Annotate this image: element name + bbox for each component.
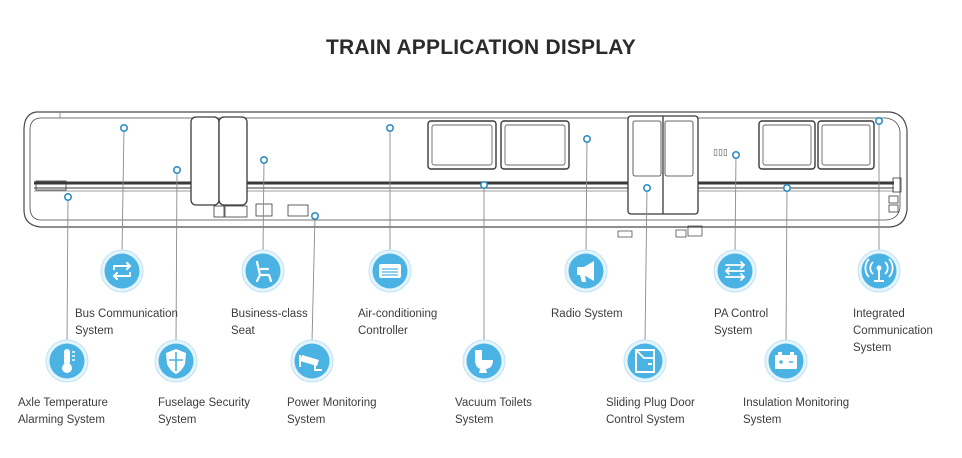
leader-line-door	[644, 187, 648, 343]
antenna-signal-icon	[857, 249, 901, 293]
label-integrated-line3: System	[853, 342, 892, 354]
leader-line-power	[311, 215, 316, 343]
leader-line-seat	[262, 159, 265, 253]
car-end-details	[35, 177, 902, 213]
connection-dot-toilet	[479, 181, 488, 190]
label-radio: Radio System	[551, 306, 623, 323]
air-conditioner-icon	[368, 249, 412, 293]
battery-icon	[764, 339, 808, 383]
connection-dot-power	[310, 212, 319, 221]
connection-dot-ac	[385, 124, 394, 133]
leader-lines	[66, 121, 880, 343]
leader-line-axle	[66, 196, 69, 343]
label-radio-line1: Radio System	[551, 308, 623, 320]
sliding-door: ▯▯▯	[617, 115, 728, 238]
connection-dot-insulation	[782, 184, 791, 193]
label-door-line2: Control System	[606, 414, 685, 426]
label-ac-line1: Air-conditioning	[358, 308, 438, 320]
label-toilet-line1: Vacuum Toilets	[455, 397, 532, 409]
label-seat-line2: Seat	[231, 325, 255, 337]
label-pa-line2: System	[714, 325, 753, 337]
connection-dot-integrated	[874, 117, 883, 126]
leader-line-pa	[734, 154, 737, 253]
security-camera-icon	[290, 339, 334, 383]
left-door	[190, 116, 309, 218]
label-door-line1: Sliding Plug Door	[606, 397, 695, 409]
label-insulation-line2: System	[743, 414, 782, 426]
label-integrated-line1: Integrated	[853, 308, 905, 320]
connection-dot-radio	[582, 135, 591, 144]
label-insulation-line1: Insulation Monitoring	[743, 397, 850, 409]
label-integrated-line2: Communication	[853, 325, 933, 337]
label-security-line1: Fuselage Security	[158, 397, 251, 409]
shield-icon	[154, 339, 198, 383]
label-bus-line2: System	[75, 325, 114, 337]
label-seat-line1: Business-class	[231, 308, 308, 320]
windows	[427, 120, 875, 170]
connection-dot-bus	[120, 124, 129, 133]
label-toilet-line2: System	[455, 414, 494, 426]
page-title: TRAIN APPLICATION DISPLAY	[326, 36, 636, 59]
connection-dots	[64, 117, 883, 221]
seat-icon	[241, 249, 285, 293]
label-bus-line1: Bus Communication	[75, 308, 178, 320]
connection-dot-security	[173, 166, 182, 175]
label-power-line2: System	[287, 414, 326, 426]
side-rail	[34, 181, 894, 192]
sliding-door-icon	[623, 339, 667, 383]
leader-line-insulation	[785, 187, 788, 343]
label-ac-line2: Controller	[358, 325, 408, 337]
toilet-icon	[462, 339, 506, 383]
leader-line-bus	[121, 127, 125, 253]
system-icons	[45, 249, 901, 383]
leader-line-radio	[585, 138, 588, 253]
connection-dot-seat	[259, 156, 268, 165]
svg-text:▯▯▯: ▯▯▯	[713, 148, 728, 158]
label-security-line2: System	[158, 414, 197, 426]
leader-line-security	[175, 169, 178, 343]
bus-communication-arrows-icon	[100, 249, 144, 293]
connection-dot-door	[642, 184, 651, 193]
pa-control-arrows-icon	[713, 249, 757, 293]
connection-dot-axle	[64, 193, 73, 202]
thermometer-icon	[45, 339, 89, 383]
label-axle-line2: Alarming System	[18, 414, 105, 426]
megaphone-icon	[564, 249, 608, 293]
label-power-line1: Power Monitoring	[287, 397, 377, 409]
connection-dot-pa	[731, 151, 740, 160]
label-pa-line1: PA Control	[714, 308, 769, 320]
label-axle-line1: Axle Temperature	[18, 397, 108, 409]
train-car-outline	[23, 111, 908, 228]
